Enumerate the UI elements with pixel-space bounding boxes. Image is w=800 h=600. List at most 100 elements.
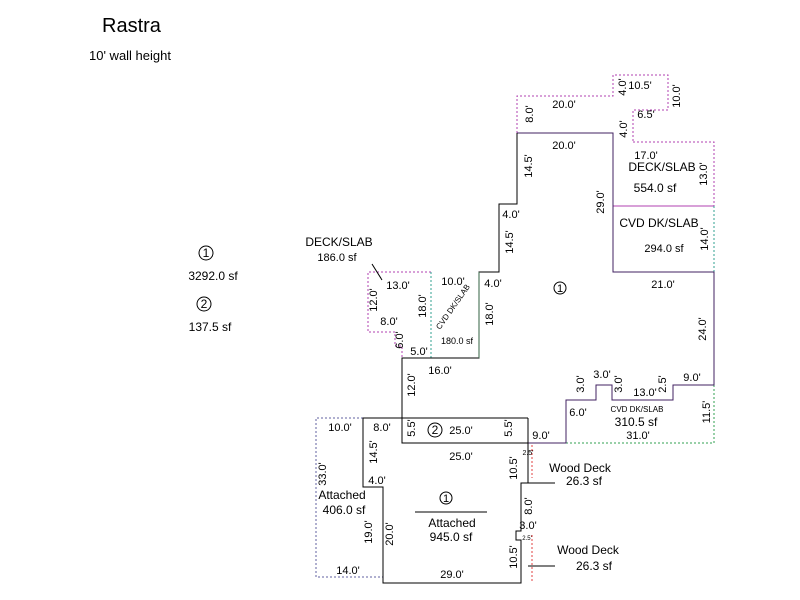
dim-label: 21.0' <box>651 279 675 291</box>
deck-left-leader <box>371 263 383 281</box>
dim-label: 4.0' <box>502 209 519 221</box>
dim-label-vertical: 14.5' <box>523 154 535 178</box>
dim-label-vertical: 14.5' <box>504 230 516 254</box>
marker-circle <box>198 245 214 261</box>
marker-label: 1 <box>557 283 563 295</box>
marker-1-main: 1 <box>553 281 567 295</box>
dim-label-vertical: 3.0' <box>613 375 625 392</box>
marker-circle <box>439 491 453 505</box>
area-name-wood-deck-2: Wood Deck <box>557 543 620 557</box>
dim-label-vertical: 19.0' <box>363 520 375 544</box>
dim-label-vertical: 10.5' <box>508 545 520 569</box>
dim-label-vertical: 2.5' <box>657 375 669 392</box>
dim-label: 25.0' <box>449 451 473 463</box>
dim-label: 10.0' <box>328 422 352 434</box>
dim-label-tiny: 2.5' <box>522 450 533 457</box>
area-name-attached-left: Attached <box>318 488 365 502</box>
dim-label-tiny: 2.5' <box>522 536 532 542</box>
area-value-cvd-left: 180.0 sf <box>441 336 474 346</box>
dim-label-vertical: 18.0' <box>484 302 496 326</box>
deck-left-outline <box>367 271 431 359</box>
top-deck-outline <box>516 74 669 142</box>
dim-label: 3.0' <box>519 520 536 532</box>
dim-label-vertical: 13.0' <box>698 162 710 186</box>
dim-label: 31.0' <box>626 430 650 442</box>
legend-item-1: 1 3292.0 sf <box>188 245 238 283</box>
dim-label: 5.0' <box>410 346 427 358</box>
dim-label: 29.0' <box>440 569 464 581</box>
dim-label: 4.0' <box>484 278 501 290</box>
marker-label: 2 <box>432 423 439 437</box>
dim-label-vertical: 14.5' <box>368 440 380 464</box>
marker-circle <box>553 281 567 295</box>
dim-label: 25.0' <box>449 425 473 437</box>
dim-label: 13.0' <box>386 280 410 292</box>
marker-2-section: 2 <box>427 422 443 438</box>
dim-label-vertical: 24.0' <box>697 317 709 341</box>
area-name-deck-top: DECK/SLAB <box>628 160 695 174</box>
area-value-deck-top: 554.0 sf <box>634 181 677 195</box>
dim-label: 9.0' <box>683 372 700 384</box>
area-value-wood-deck-1: 26.3 sf <box>566 474 603 488</box>
marker-1-attached: 1 <box>439 491 453 505</box>
area-value-wood-deck-2: 26.3 sf <box>576 559 613 573</box>
legend-area-2: 137.5 sf <box>189 320 232 334</box>
dim-label-vertical: 11.5' <box>701 401 713 424</box>
dim-label-vertical: 5.5' <box>503 419 515 436</box>
area-name-attached-main: Attached <box>428 516 475 530</box>
dim-label: 9.0' <box>532 430 549 442</box>
dim-label-vertical: 29.0' <box>595 190 607 214</box>
area-name-cvd-left: CVD DK/SLAB <box>434 283 472 332</box>
dim-label-vertical: 14.0' <box>699 227 711 251</box>
dim-label: 10.5' <box>628 80 652 92</box>
dim-label: 20.0' <box>552 140 576 152</box>
area-value-attached-left: 406.0 sf <box>323 503 366 517</box>
marker-label: 2 <box>201 297 208 311</box>
area-name-cvd-bottom: CVD DK/SLAB <box>611 405 664 414</box>
dim-label-vertical: 12.0' <box>406 373 418 397</box>
dim-label-vertical: 18.0' <box>417 294 429 318</box>
area-value-deck-left: 186.0 sf <box>317 252 357 264</box>
main-building-outline <box>517 132 715 444</box>
marker-circle <box>427 422 443 438</box>
area-value-attached-main: 945.0 sf <box>430 530 473 544</box>
dim-label-vertical: 4.0' <box>618 120 630 137</box>
area-name-cvd-right: CVD DK/SLAB <box>619 216 698 230</box>
dim-label: 6.0' <box>569 407 586 419</box>
dim-label: 3.0' <box>593 369 610 381</box>
marker-label: 1 <box>203 246 210 260</box>
dim-label: 17.0' <box>634 150 658 162</box>
legend-item-2: 2 137.5 sf <box>189 296 232 334</box>
marker-label: 1 <box>443 493 449 505</box>
dim-label-vertical: 10.5' <box>508 456 520 480</box>
dim-label-vertical: 20.0' <box>384 522 396 546</box>
dim-label-vertical: 5.5' <box>406 419 418 436</box>
dim-label-vertical: 12.0' <box>368 288 380 312</box>
dim-label: 6.5' <box>637 109 654 121</box>
dim-label: 13.0' <box>633 387 657 399</box>
area-name-wood-deck-1: Wood Deck <box>549 461 612 475</box>
area-name-deck-left: DECK/SLAB <box>305 235 372 249</box>
area-value-cvd-right: 294.0 sf <box>644 243 684 255</box>
dim-label-vertical: 8.0' <box>523 497 535 514</box>
dim-label-vertical: 4.0' <box>617 78 629 95</box>
dim-label-vertical: 8.0' <box>524 105 536 122</box>
dim-label: 10.0' <box>441 276 465 288</box>
dim-label-vertical: 3.0' <box>575 375 587 392</box>
dim-label: 8.0' <box>380 316 397 328</box>
dim-label: 14.0' <box>336 565 360 577</box>
dim-label-vertical: 6.0' <box>394 331 406 348</box>
dim-label: 16.0' <box>428 365 452 377</box>
dim-label-vertical: 10.0' <box>671 84 683 108</box>
deck-slab-outline <box>633 141 715 206</box>
dim-label: 4.0' <box>368 475 385 487</box>
attached-main-outline <box>362 418 529 584</box>
dim-label: 20.0' <box>552 99 576 111</box>
page-title: Rastra <box>102 15 161 37</box>
cvd-bottom-outline <box>566 385 715 444</box>
legend-area-1: 3292.0 sf <box>188 269 238 283</box>
dim-label-vertical: 33.0' <box>317 462 329 486</box>
marker-circle <box>196 296 212 312</box>
dim-label: 8.0' <box>373 422 390 434</box>
